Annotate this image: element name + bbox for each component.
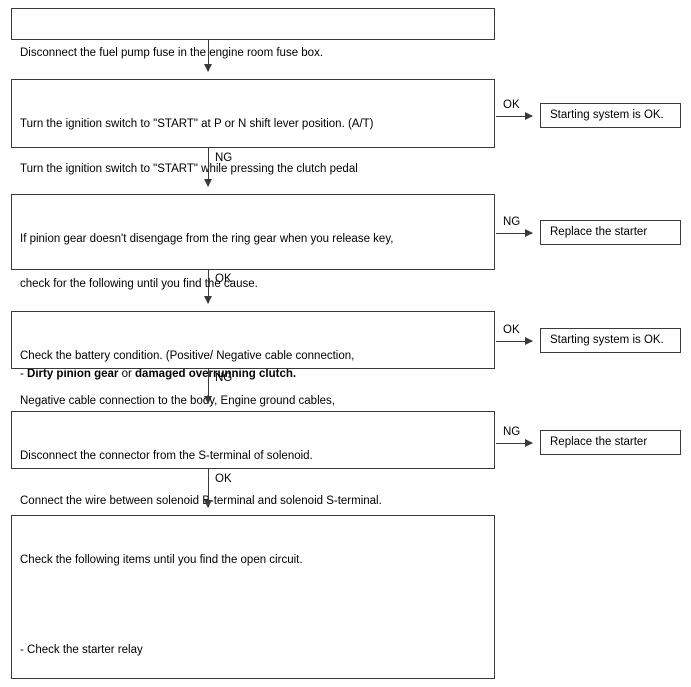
node-line: - Check the starter relay <box>20 644 143 656</box>
seg: - <box>20 368 28 380</box>
connector-label-ok-1: OK <box>215 273 232 285</box>
connector-step2-to-step3 <box>204 148 212 187</box>
result-label: Starting system is OK. <box>550 334 664 346</box>
seg-bold: Dirty pinion gear <box>27 368 119 380</box>
result-label: Replace the starter <box>550 436 648 448</box>
connector-label-ok-branch-1: OK <box>503 99 520 111</box>
flow-node-step3[interactable]: If pinion gear doesn't disengage from th… <box>11 194 495 380</box>
connector-step4-to-result3 <box>496 337 533 345</box>
node-line: Check the battery condition. (Positive/ … <box>20 350 355 362</box>
flow-result-starting-system-ok-2[interactable]: Starting system is OK. <box>540 328 681 353</box>
node-line-bullet: - Dirty pinion gear or damaged overrunni… <box>20 367 486 382</box>
result-label: Starting system is OK. <box>550 109 664 121</box>
connector-label-ng-1: NG <box>215 152 233 164</box>
node-line: Turn the ignition switch to "START" whil… <box>20 163 358 175</box>
flow-node-step5[interactable]: Disconnect the connector from the S-term… <box>11 411 495 552</box>
node-line-spacer <box>20 598 486 613</box>
node-line: Disconnect the fuel pump fuse in the eng… <box>20 47 324 59</box>
node-line: If pinion gear doesn't disengage from th… <box>20 233 394 245</box>
result-label: Replace the starter <box>550 226 648 238</box>
connector-step5-to-result4 <box>496 439 533 447</box>
flow-node-step1[interactable]: Disconnect the fuel pump fuse in the eng… <box>11 8 495 59</box>
connector-label-ng-branch-2: NG <box>503 426 521 438</box>
node-line: Connect the wire between solenoid B-term… <box>20 495 382 507</box>
seg: or <box>118 368 136 380</box>
connector-label-ng-2: NG <box>215 372 233 384</box>
node-line: Check the following items until you find… <box>20 554 303 566</box>
connector-label-ok-2: OK <box>215 473 232 485</box>
flow-node-step6[interactable]: Check the following items until you find… <box>11 515 495 679</box>
seg-bold: damaged overrunning clutch. <box>135 368 297 380</box>
flow-result-replace-starter-1[interactable]: Replace the starter <box>540 220 681 245</box>
connector-label-ng-branch-1: NG <box>503 216 521 228</box>
node-line: Turn the ignition switch to "START" at P… <box>20 118 374 130</box>
flow-node-step4[interactable]: Check the battery condition. (Positive/ … <box>11 311 495 452</box>
node-line: Negative cable connection to the body, E… <box>20 395 335 407</box>
flow-node-step2[interactable]: Turn the ignition switch to "START" at P… <box>11 79 495 265</box>
connector-step1-to-step2 <box>204 40 212 72</box>
node-line: Disconnect the connector from the S-term… <box>20 450 313 462</box>
flow-result-replace-starter-2[interactable]: Replace the starter <box>540 430 681 455</box>
connector-step3-to-step4 <box>204 270 212 304</box>
node-line: check for the following until you find t… <box>20 278 258 290</box>
flow-result-starting-system-ok-1[interactable]: Starting system is OK. <box>540 103 681 128</box>
connector-step3-to-result2 <box>496 229 533 237</box>
connector-step5-to-step6 <box>204 469 212 508</box>
connector-label-ok-branch-2: OK <box>503 324 520 336</box>
connector-step4-to-step5 <box>204 369 212 404</box>
connector-step2-to-result1 <box>496 112 533 120</box>
